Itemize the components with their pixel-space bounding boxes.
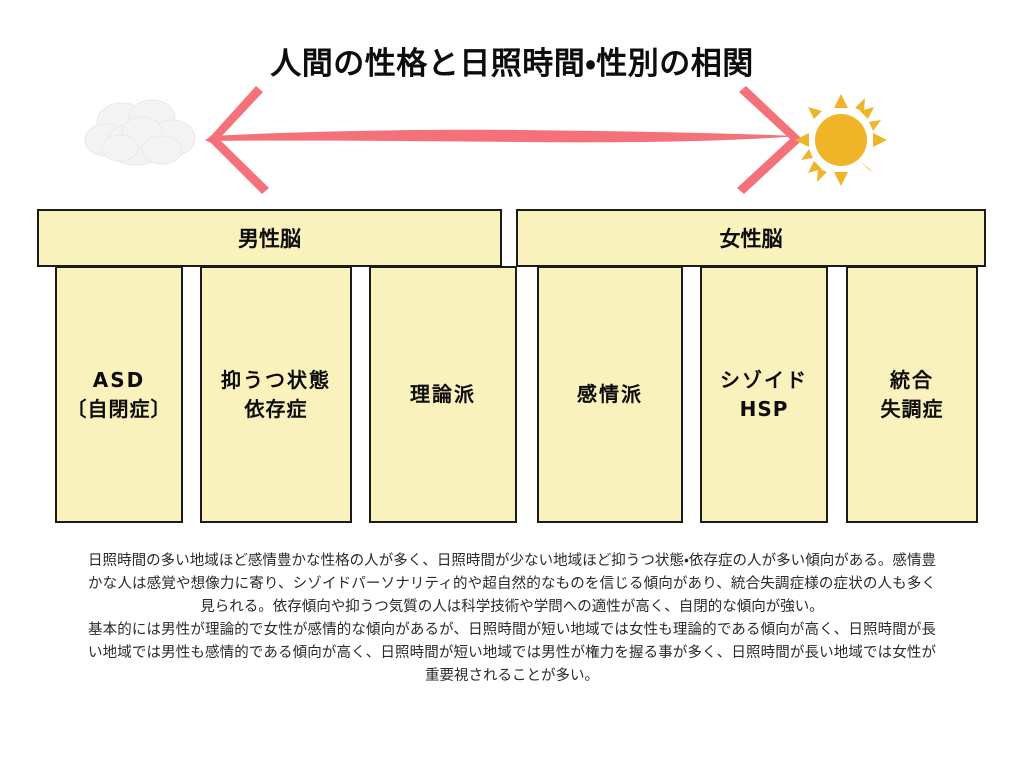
- category-box-depression-addiction[interactable]: 抑うつ状態 依存症: [200, 266, 352, 523]
- category-line2: 失調症: [880, 396, 944, 421]
- double-headed-arrow-icon: [205, 86, 805, 194]
- category-line1: 統合: [890, 367, 934, 392]
- sun-icon: [795, 92, 887, 188]
- category-box-asd[interactable]: ASD 〔自閉症〕: [55, 266, 183, 523]
- category-label-theoretical: 理論派: [406, 380, 480, 409]
- panel-female-brain-header: 女性脳: [719, 227, 783, 251]
- panel-female-brain: 女性脳: [516, 209, 986, 267]
- category-line2: HSP: [739, 396, 789, 421]
- category-line1: シゾイド: [720, 367, 808, 392]
- cloud-icon: [84, 96, 200, 174]
- category-box-theoretical[interactable]: 理論派: [369, 266, 517, 523]
- category-line2: 〔自閉症〕: [66, 396, 172, 421]
- category-line2: 依存症: [244, 396, 308, 421]
- panel-male-brain-header: 男性脳: [238, 227, 301, 251]
- category-label-schizophrenia: 統合 失調症: [877, 366, 948, 424]
- category-box-emotional[interactable]: 感情派: [537, 266, 683, 523]
- category-line1: 感情派: [577, 382, 643, 406]
- category-box-schizophrenia[interactable]: 統合 失調症: [846, 266, 978, 523]
- category-label-schizoid-hsp: シゾイド HSP: [716, 366, 812, 424]
- category-line1: ASD: [92, 367, 146, 392]
- page-title: 人間の性格と日照時間・性別の相関: [270, 46, 754, 82]
- sunshine-axis-arrow: [0, 84, 1024, 196]
- category-line1: 理論派: [410, 382, 476, 406]
- category-line1: 抑うつ状態: [221, 367, 331, 392]
- category-box-schizoid-hsp[interactable]: シゾイド HSP: [700, 266, 828, 523]
- explanatory-paragraph-1: 日照時間の多い地域ほど感情豊かな性格の人が多く、日照時間が少ない地域ほど抑うつ状…: [88, 553, 936, 615]
- category-label-depression-addiction: 抑うつ状態 依存症: [217, 366, 335, 424]
- category-label-asd: ASD 〔自閉症〕: [63, 366, 176, 424]
- explanatory-paragraph-2: 基本的には男性が理論的で女性が感情的な傾向があるが、日照時間が短い地域では女性も…: [88, 622, 936, 684]
- panel-male-brain: 男性脳: [37, 209, 502, 267]
- explanatory-text: 日照時間の多い地域ほど感情豊かな性格の人が多く、日照時間が少ない地域ほど抑うつ状…: [88, 550, 936, 688]
- category-label-emotional: 感情派: [573, 380, 647, 409]
